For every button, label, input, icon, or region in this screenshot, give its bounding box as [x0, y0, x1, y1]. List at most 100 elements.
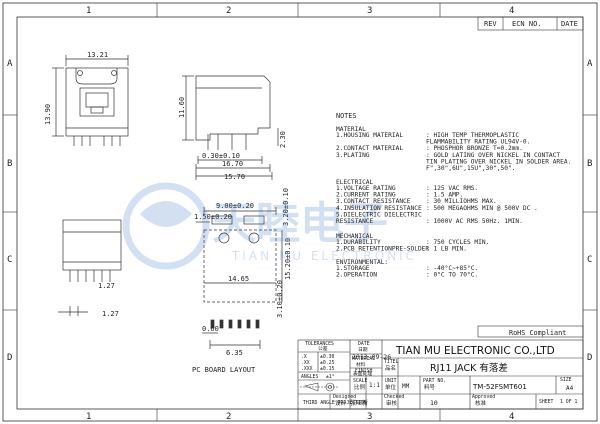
note-label: 1.STORAGE [336, 265, 370, 272]
dim-pcb-height: 15.20±0.10 [284, 238, 292, 280]
note-value: : 750 CYCLES MIN. [426, 239, 489, 246]
approved-label: Approved [472, 394, 495, 400]
note-label: 3.CONTACT RESISTANCE [336, 198, 411, 205]
designer-name: 张旺新 [350, 399, 368, 407]
material-heading: MATERIAL [336, 126, 366, 133]
scale-value: 1:1 [369, 382, 380, 389]
date-header: DATE [561, 20, 578, 28]
material-label: MATERIAL [352, 356, 375, 362]
note-label: 2.CURRENT RATING [336, 192, 396, 199]
note-label: RESISTANCE [336, 218, 374, 225]
mechanical-heading: MECHANICAL [336, 233, 374, 240]
title-label: TITEL [384, 359, 399, 365]
dim-bottom-pitch-b: 1.27 [98, 282, 115, 290]
scale-label: SCALE [353, 378, 368, 384]
col-label-4-bottom: 4 [509, 412, 514, 422]
pcb-board-label: PC BOARD LAYOUT [192, 366, 256, 374]
note-value: : HIGH TEMP THERMOPLASTIC [426, 132, 519, 139]
front-view [52, 55, 129, 146]
row-label-b: B [7, 159, 12, 169]
dim-front-height: 13.90 [44, 104, 52, 125]
dim-side-small: 2.30 [279, 131, 287, 148]
col-label-2: 2 [226, 6, 231, 16]
angles-label: ANGLES [301, 374, 318, 380]
note-label: 2.OPERATION [336, 272, 377, 279]
watermark-cn: 天睦电子 [212, 198, 388, 249]
note-value: FLAMMABILITY RATING UL94V-0. [426, 139, 530, 146]
note-label: 2.PCB RETENTIONPRE-SOLDER [336, 246, 429, 253]
finish-cn: 表面处理 [353, 370, 372, 377]
note-label: 1.HOUSING MATERIAL [336, 132, 403, 139]
bottom-view [58, 219, 122, 316]
dim-pcb-top: 9.00±0.20 [216, 202, 254, 210]
dim-pcb-width: 14.65 [228, 275, 249, 283]
environmental-heading: ENVIRONMENTAL: [336, 259, 388, 266]
checked-value: 10 [430, 399, 438, 407]
pcb-layout [196, 207, 283, 349]
note-value: : -40°C~+85°C. [426, 264, 478, 272]
note-label: 1.VOLTAGE RATING [336, 185, 396, 192]
note-value: : 0°C TO 70°C. [426, 271, 478, 279]
sheet-value: 1 OF 1 [560, 399, 577, 405]
dim-pcb-offset-a: 1.50±0.20 [194, 213, 232, 221]
notes-title: NOTES [336, 112, 356, 120]
designed-label: Designed [333, 394, 356, 400]
tolerances-label: TOLERANCES [305, 341, 334, 347]
checked-cn: 审核 [386, 399, 398, 407]
dim-pcb-offset-b: 3.20±0.10 [282, 188, 290, 226]
note-value: : GOLD LATING OVER NICKEL IN CONTACT [426, 152, 560, 159]
revision-header: REV ECN NO. DATE [477, 16, 584, 31]
note-label: 5.DIELECTRIC DIELECTRIC [336, 211, 422, 218]
border-ticks [3, 3, 597, 421]
note-value: : 125 VAC RMS. [426, 185, 478, 192]
tol-row-1-key: .X [301, 354, 307, 360]
row-label-a: A [7, 59, 13, 69]
unit-value: MM [402, 383, 410, 390]
unit-label: UNIT [385, 378, 397, 384]
projection-label: THIRD ANGLE PROJECTION [303, 400, 367, 406]
note-label: 2.CONTACT MATERIAL [336, 145, 403, 152]
finish-label: FINISH [355, 368, 372, 374]
border-labels: 1 2 3 4 1 2 3 4 A B C D A B C D [7, 6, 593, 422]
date-value: 2013-09-26 [352, 353, 391, 361]
dim-bottom-pitch: 1.27 [102, 310, 119, 318]
tol-row-1-val: ±0.30 [320, 354, 335, 360]
part-number: TM-52FSMT601 [472, 383, 527, 391]
watermark-logo-icon [122, 182, 210, 270]
rohs-label: RoHS Compliant [509, 329, 566, 337]
date-label: DATE [358, 341, 370, 347]
third-angle-projection-icon [300, 382, 338, 392]
row-label-d-right: D [587, 353, 592, 363]
size-label: SIZE [560, 377, 572, 383]
ecn-header: ECN NO. [512, 20, 542, 28]
approved-cn: 核准 [475, 399, 487, 407]
note-value: F",30",6U",15U",30",50". [426, 165, 515, 172]
note-value: : PHOSPHOR BRONZE T=0.2mm. [426, 145, 523, 152]
row-label-b-right: B [587, 159, 592, 169]
note-value: : 1.5 AMP. [426, 192, 463, 199]
tol-row-2-key: .XX [301, 360, 310, 366]
checked-label: Checked [384, 394, 404, 400]
dim-pcb-pitch: 3.10±0.20 [276, 280, 284, 318]
title-block-text: TOLERANCES 公差 .X ±0.30 .XX ±0.25 .XXX ±0… [301, 341, 577, 407]
dim-side-overall: 15.70 [224, 173, 245, 181]
note-label: 1.DURABILITY [336, 239, 381, 246]
note-label: 3.PLATING [336, 152, 370, 159]
note-value: : 500 MEGAOHMS MIN @ 500V DC . [426, 205, 538, 212]
notes-block: NOTES MATERIAL 1.HOUSING MATERIAL : HIGH … [336, 112, 571, 279]
dim-side-height: 11.60 [178, 97, 186, 118]
title-value: RJ11 JACK 有落差 [430, 362, 508, 374]
note-value: TIN PLATING OVER NICKEL IN SOLDER AREA. [426, 158, 571, 165]
sheet-label: SHEET [539, 399, 554, 405]
tol-row-3-key: .XXX [301, 366, 313, 372]
company-name: TIAN MU ELECTRONIC CO.,LTD [395, 345, 555, 357]
size-value: A4 [566, 385, 574, 392]
col-label-3: 3 [367, 6, 372, 16]
scale-cn: 比例 [354, 383, 366, 391]
material-cn: 材料 [356, 361, 366, 368]
dim-side-mid: 16.70 [222, 160, 243, 168]
note-value: : 1000V AC RMS 50Hz. 1MIN. [426, 218, 523, 225]
dim-pin-pitch: 0.60 [202, 325, 219, 333]
electrical-heading: ELECTRICAL [336, 179, 374, 186]
